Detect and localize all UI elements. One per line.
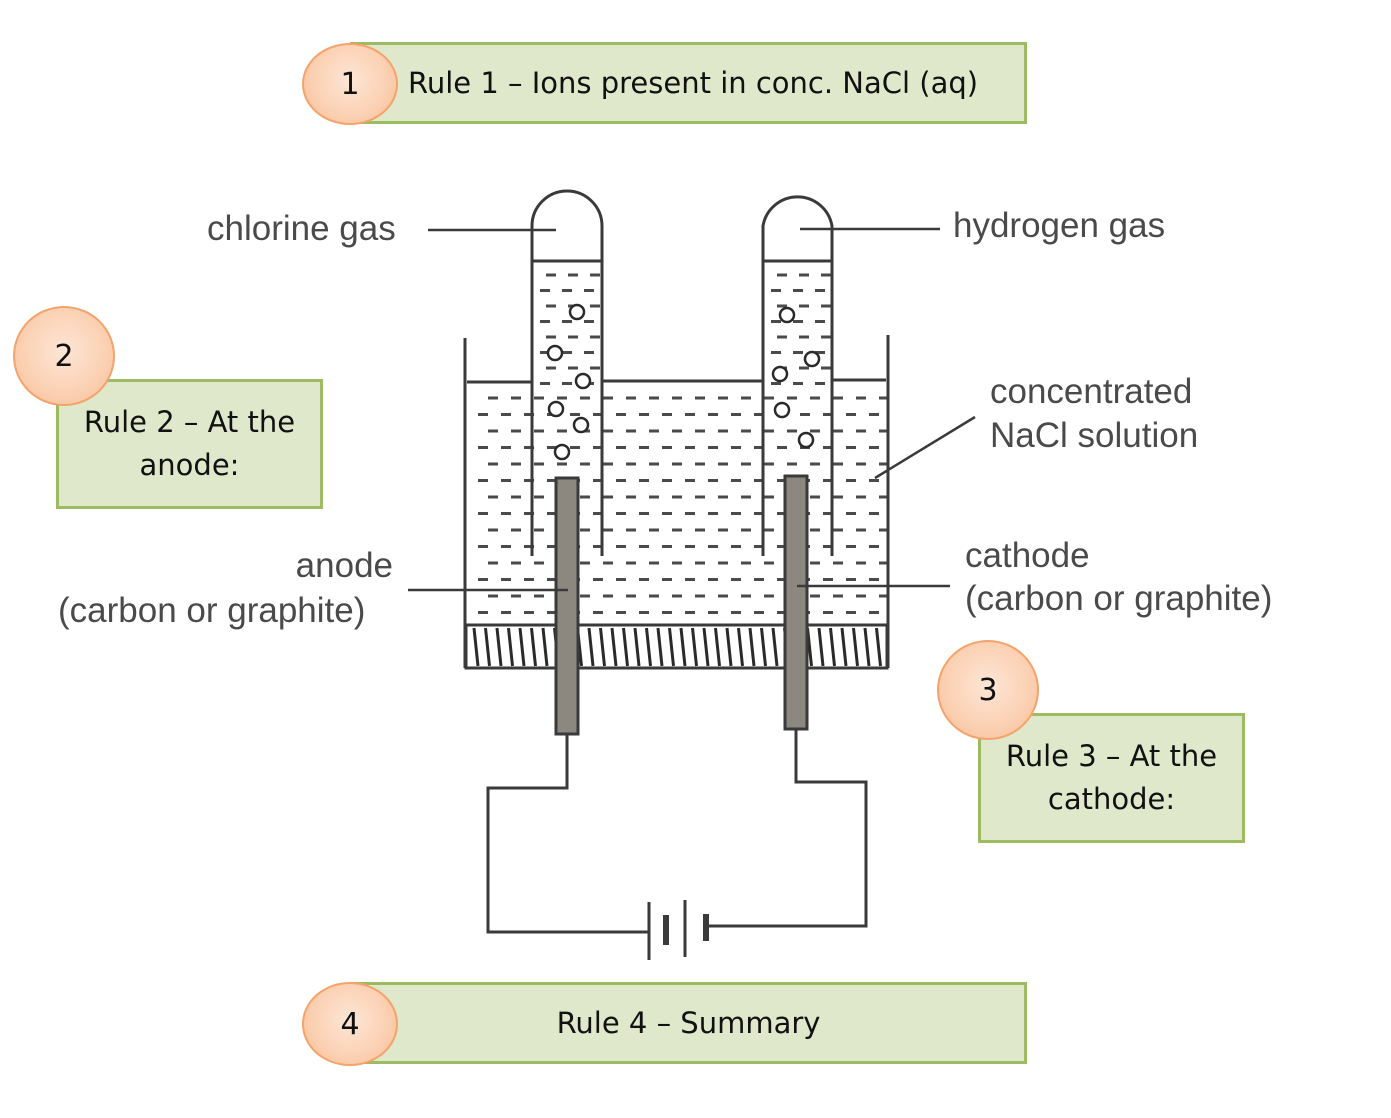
hatch-line: [863, 627, 871, 667]
gas-bubble: [574, 372, 592, 390]
rule-4-box: Rule 4 – Summary: [350, 982, 1027, 1064]
rule-3-badge: 3: [937, 640, 1039, 740]
hatch-line: [771, 627, 779, 667]
gas-bubble: [568, 303, 586, 321]
solution-dashes: [478, 273, 889, 631]
leader-lines: [408, 227, 976, 592]
anode-label-line1: anode: [295, 546, 393, 585]
solution-label-line1: concentrated: [990, 372, 1193, 411]
hatch-line: [737, 627, 744, 667]
cathode-electrode: [783, 474, 809, 731]
hatch-line: [817, 627, 825, 667]
hatch-line: [748, 627, 756, 667]
hatch-line: [852, 627, 859, 667]
cathode-label-line1: cathode: [965, 536, 1090, 575]
hatch-line: [541, 627, 549, 667]
hatch-line: [760, 627, 767, 667]
hatch-line: [472, 627, 480, 667]
gas-bubble: [553, 443, 571, 461]
gas-bubbles: [546, 303, 821, 461]
gas-bubble: [771, 365, 789, 383]
rule-2-badge: 2: [13, 306, 115, 406]
rule-1-badge: 1: [302, 43, 398, 125]
rule-3-title-line1: Rule 3 – At the: [1005, 739, 1218, 773]
liquid-surface: [467, 378, 886, 384]
hatch-line: [840, 627, 848, 667]
hydrogen-gas-label: hydrogen gas: [953, 206, 1166, 245]
rule-2-title-line2: anode:: [139, 448, 240, 482]
gas-bubble: [778, 306, 796, 324]
test-tube-right: [761, 195, 834, 556]
hatch-line: [645, 627, 652, 667]
hatch-line: [679, 627, 687, 667]
insulating-base: [464, 623, 889, 670]
circuit-wires: [486, 729, 868, 934]
hatch-line: [530, 627, 537, 667]
hatch-line: [875, 627, 882, 667]
rule-4-title: Rule 4 – Summary: [556, 1005, 821, 1040]
hatch-line: [507, 627, 514, 667]
hatch-line: [495, 627, 503, 667]
hatch-line: [599, 627, 606, 667]
rule-2-box: Rule 2 – At the anode:: [56, 379, 323, 509]
hatch-line: [484, 627, 491, 667]
hatch-line: [714, 627, 721, 667]
rule-1-box: Rule 1 – Ions present in conc. NaCl (aq): [350, 42, 1027, 124]
gas-bubble: [546, 344, 564, 362]
rule-3-box: Rule 3 – At the cathode:: [978, 713, 1245, 843]
solution-label-line2: NaCl solution: [990, 416, 1199, 455]
test-tube-left: [530, 189, 604, 556]
hatch-line: [668, 627, 675, 667]
anode-label-line2: (carbon or graphite): [58, 591, 366, 630]
gas-bubble: [797, 431, 815, 449]
hatch-line: [610, 627, 618, 667]
cathode-label-line2: (carbon or graphite): [965, 579, 1273, 618]
gas-bubble: [547, 400, 565, 418]
anode-electrode: [554, 476, 580, 736]
hatch-line: [656, 627, 664, 667]
gas-bubble: [572, 416, 590, 434]
hatch-line: [518, 627, 526, 667]
hatch-line: [691, 627, 698, 667]
gas-bubble: [773, 401, 791, 419]
beaker: [463, 335, 890, 668]
rule-3-title-line2: cathode:: [1047, 782, 1176, 816]
hatch-line: [702, 627, 710, 667]
hatch-line: [587, 627, 595, 667]
rule-4-badge: 4: [302, 982, 398, 1066]
hatch-line: [622, 627, 629, 667]
battery-icon: [647, 900, 709, 960]
chlorine-gas-label: chlorine gas: [207, 209, 396, 248]
gas-bubble: [803, 350, 821, 368]
hatch-line: [829, 627, 836, 667]
hatch-line: [633, 627, 641, 667]
rule-2-title-line1: Rule 2 – At the: [83, 405, 296, 439]
rule-1-title: Rule 1 – Ions present in conc. NaCl (aq): [408, 65, 979, 100]
hatch-line: [725, 627, 733, 667]
